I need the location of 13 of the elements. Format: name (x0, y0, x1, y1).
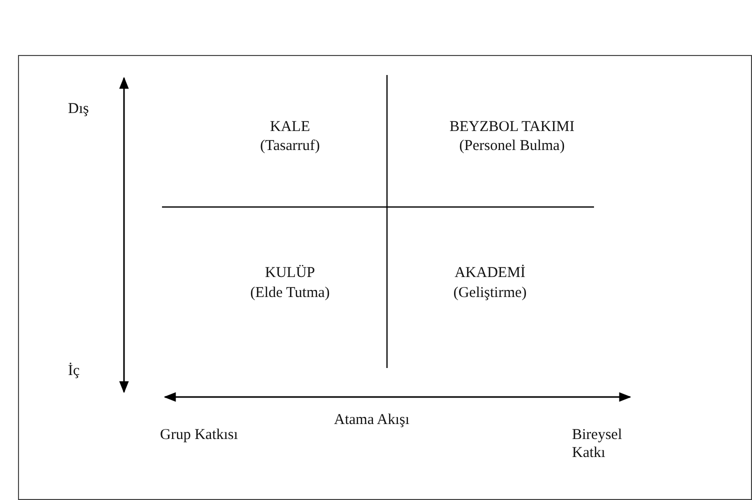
axis-label: Dış (68, 100, 89, 118)
axis-label: Grup Katkısı (160, 426, 239, 444)
quadrant-title: KULÜP (265, 264, 315, 282)
quadrant-subtitle: (Tasarruf) (260, 137, 320, 155)
quadrant-subtitle: (Personel Bulma) (459, 137, 565, 155)
quadrant-subtitle: (Elde Tutma) (250, 284, 330, 302)
quadrant-title: AKADEMİ (454, 264, 526, 282)
axis-label: Atama Akışı (334, 411, 410, 429)
axis-label: İç (68, 362, 80, 380)
quadrant-title: BEYZBOL TAKIMI (449, 118, 575, 136)
quadrant-title: KALE (270, 118, 310, 136)
axis-label: Bireysel Katkı (572, 426, 623, 462)
quadrant-subtitle: (Geliştirme) (453, 284, 527, 302)
